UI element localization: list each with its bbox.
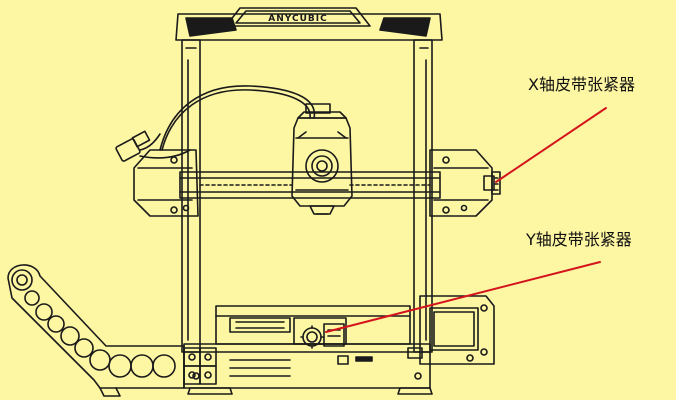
- x-axis-beam: [179, 171, 441, 199]
- y-belt-tensioner: [300, 323, 345, 349]
- right-upright: [413, 39, 433, 353]
- y-belt-tensioner-label: Y轴皮带张紧器: [526, 230, 632, 249]
- printer-base: [183, 305, 433, 395]
- callout-line-y: [325, 261, 601, 333]
- callout-line-x: [495, 107, 607, 183]
- x-right-bracket: [429, 149, 493, 217]
- spool-holder-arm: [7, 264, 185, 397]
- filament-tube: [159, 85, 316, 151]
- gantry-top-bar: ANYCUBIC: [175, 7, 443, 41]
- print-head: [291, 103, 353, 215]
- x-left-bracket: [133, 149, 199, 217]
- arm-mount-blocks: [183, 347, 217, 385]
- x-belt-tensioner-label: X轴皮带张紧器: [528, 75, 635, 94]
- cable-connector: [115, 130, 191, 162]
- control-screen: [419, 295, 495, 365]
- x-belt-tensioner-knob: [483, 171, 501, 195]
- brand-logo-text: ANYCUBIC: [268, 14, 327, 24]
